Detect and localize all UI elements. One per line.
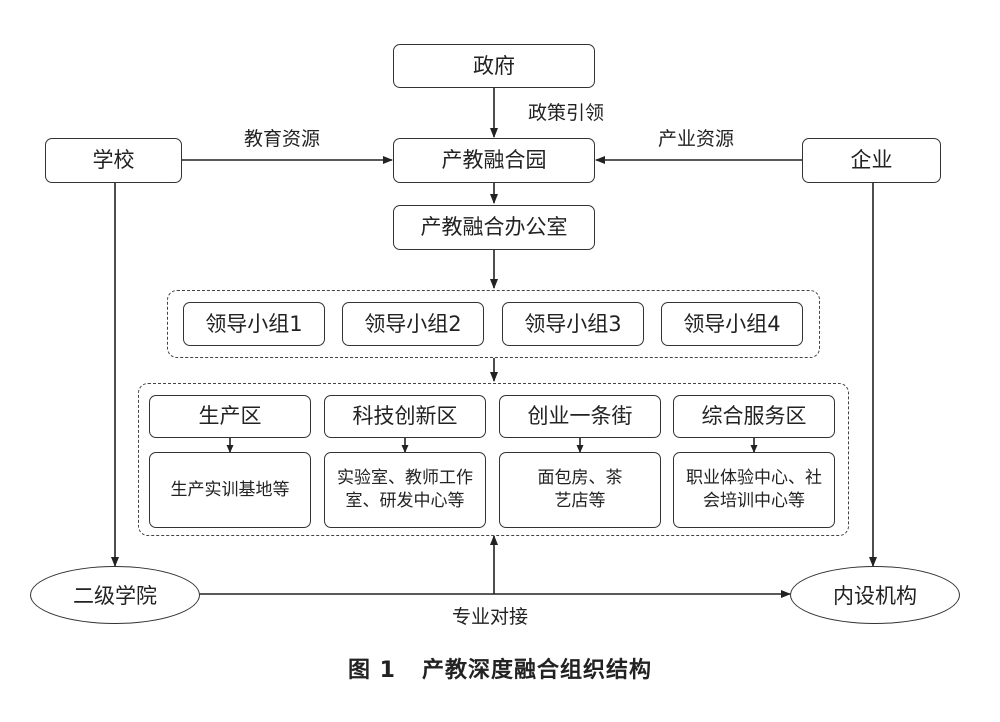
park-box: 产教融合园 <box>393 138 595 183</box>
label-industry-resources: 产业资源 <box>658 128 735 150</box>
zone-innovation: 科技创新区 <box>324 395 486 438</box>
zones-container <box>138 383 849 536</box>
zone-startup-street: 创业一条街 <box>499 395 661 438</box>
figure-caption: 图 1 产教深度融合组织结构 <box>0 652 1000 684</box>
institution-ellipse: 内设机构 <box>790 566 960 624</box>
label-edu-resources: 教育资源 <box>244 128 321 150</box>
office-box: 产教融合办公室 <box>393 205 595 250</box>
label-docking: 专业对接 <box>452 606 529 628</box>
college-ellipse: 二级学院 <box>30 566 200 624</box>
zone-service: 综合服务区 <box>673 395 835 438</box>
zone-innovation-detail: 实验室、教师工作室、研发中心等 <box>324 452 486 528</box>
zone-production: 生产区 <box>149 395 311 438</box>
caption-title: 产教深度融合组织结构 <box>421 658 652 683</box>
label-policy: 政策引领 <box>528 102 605 124</box>
zone-service-detail: 职业体验中心、社会培训中心等 <box>673 452 835 528</box>
group-4: 领导小组4 <box>661 302 803 346</box>
enterprise-box: 企业 <box>802 138 941 183</box>
zone-startup-street-detail: 面包房、茶艺店等 <box>499 452 661 528</box>
groups-container <box>167 290 820 358</box>
school-box: 学校 <box>45 138 182 183</box>
group-3: 领导小组3 <box>502 302 644 346</box>
government-box: 政府 <box>393 44 595 88</box>
zone-production-detail: 生产实训基地等 <box>149 452 311 528</box>
group-1: 领导小组1 <box>183 302 325 346</box>
caption-number: 图 1 <box>348 658 396 683</box>
group-2: 领导小组2 <box>342 302 484 346</box>
